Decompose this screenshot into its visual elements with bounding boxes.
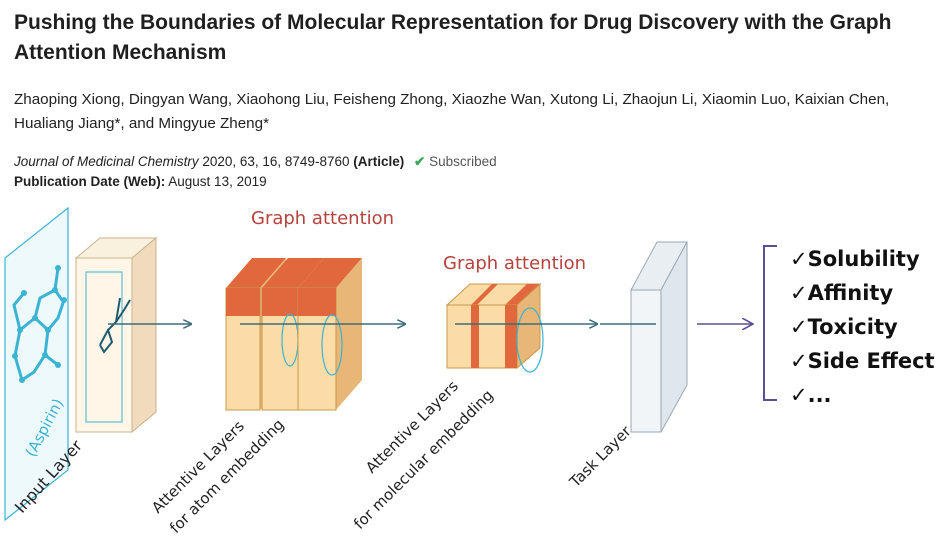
subscribed-badge: ✔ Subscribed [414, 154, 497, 169]
checkmark-icon: ✔ [414, 154, 426, 169]
article-type: (Article) [353, 154, 405, 169]
output-bracket [763, 245, 777, 401]
molecule-atom-dots [12, 265, 67, 383]
output-item: ✓Toxicity [790, 315, 898, 339]
graph-attention-1-label: Graph attention [251, 208, 394, 229]
pub-date-value: August 13, 2019 [168, 174, 267, 189]
output-list: ✓Solubility ✓Affinity ✓Toxicity ✓Side Ef… [790, 247, 935, 407]
output-item: ✓... [790, 383, 832, 407]
paper-title[interactable]: Pushing the Boundaries of Molecular Repr… [14, 11, 892, 64]
embedding-block [74, 236, 158, 434]
output-item: ✓Side Effect [790, 349, 935, 373]
task-layer-label: Task Layer [565, 422, 635, 492]
subscribed-label: Subscribed [429, 154, 497, 169]
graph-attention-2-label: Graph attention [443, 253, 586, 274]
journal-name[interactable]: Journal of Medicinal Chemistry [14, 154, 199, 169]
output-item: ✓Affinity [790, 281, 893, 305]
citation-details: 2020, 63, 16, 8749-8760 [202, 154, 350, 169]
graph-attention-figure: (Aspirin) Input Layer [4, 206, 935, 537]
task-layer-panel [630, 241, 688, 433]
atom-block-3 [297, 258, 362, 411]
output-item: ✓Solubility [790, 247, 920, 271]
atom-attention-stack [225, 258, 362, 411]
author-list[interactable]: Zhaoping Xiong, Dingyan Wang, Xiaohong L… [14, 91, 890, 132]
pub-date-label: Publication Date (Web): [14, 174, 166, 189]
citation-line: Journal of Medicinal Chemistry 2020, 63,… [14, 154, 497, 170]
molecule-attention-block [445, 282, 544, 373]
publication-date: Publication Date (Web): August 13, 2019 [14, 174, 267, 189]
input-layer-panel [4, 206, 69, 522]
